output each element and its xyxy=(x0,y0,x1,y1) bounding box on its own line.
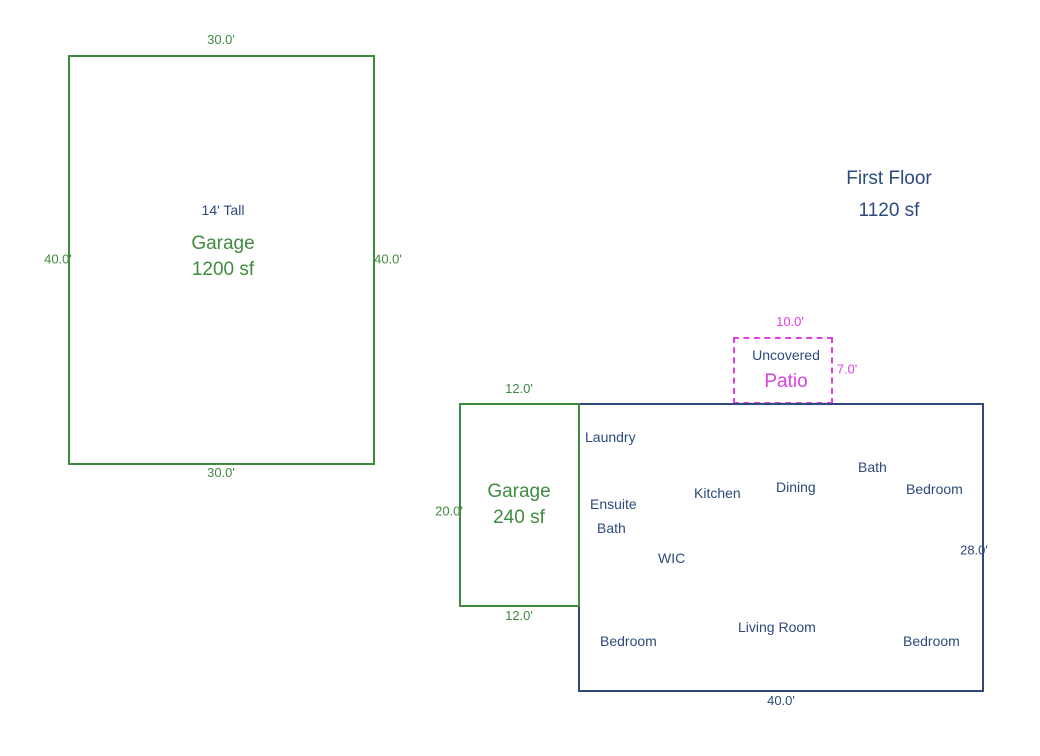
detached-garage-dim-bottom: 30.0' xyxy=(207,465,235,480)
patio-dim-right: 7.0' xyxy=(836,361,858,377)
patio-type-label: Uncovered xyxy=(752,347,820,363)
room-label-laundry: Laundry xyxy=(585,429,636,445)
room-label-bedroom-upper-right: Bedroom xyxy=(906,481,963,497)
detached-garage-label: Garage 1200 sf xyxy=(191,231,254,282)
detached-garage-name: Garage xyxy=(191,233,255,254)
patio-dim-top: 10.0' xyxy=(776,314,804,329)
room-label-bath: Bath xyxy=(858,459,887,475)
attached-garage-dim-left: 20.0' xyxy=(435,503,463,519)
page-title: First Floor xyxy=(846,168,932,189)
room-label-ensuite: Ensuite xyxy=(590,496,637,512)
detached-garage-area: 1200 sf xyxy=(191,258,255,280)
room-label-bedroom-lower-right: Bedroom xyxy=(903,633,960,649)
room-label-ensuite-bath: Bath xyxy=(597,520,626,536)
room-label-wic: WIC xyxy=(658,550,686,566)
detached-garage-height-note: 14' Tall xyxy=(201,202,245,218)
room-label-bedroom-lower-left: Bedroom xyxy=(600,633,657,649)
attached-garage-outline xyxy=(459,403,580,607)
main-house-dim-bottom: 40.0' xyxy=(767,693,795,708)
attached-garage-dim-top: 12.0' xyxy=(505,381,533,396)
room-label-living-room: Living Room xyxy=(738,619,816,635)
attached-garage-dim-bottom: 12.0' xyxy=(505,608,533,623)
detached-garage-dim-top: 30.0' xyxy=(207,32,235,47)
room-label-dining: Dining xyxy=(776,479,816,495)
detached-garage-dim-left: 40.0' xyxy=(44,251,72,267)
room-label-kitchen: Kitchen xyxy=(694,485,741,501)
main-house-dim-right: 28.0' xyxy=(960,542,988,558)
attached-garage-label: Garage 240 sf xyxy=(487,479,550,530)
patio-name-label: Patio xyxy=(764,371,808,392)
detached-garage-outline xyxy=(68,55,375,465)
attached-garage-area: 240 sf xyxy=(493,506,545,528)
detached-garage-dim-right: 40.0' xyxy=(374,251,402,267)
attached-garage-name: Garage xyxy=(487,481,551,502)
page-title-area: 1120 sf xyxy=(858,200,920,221)
